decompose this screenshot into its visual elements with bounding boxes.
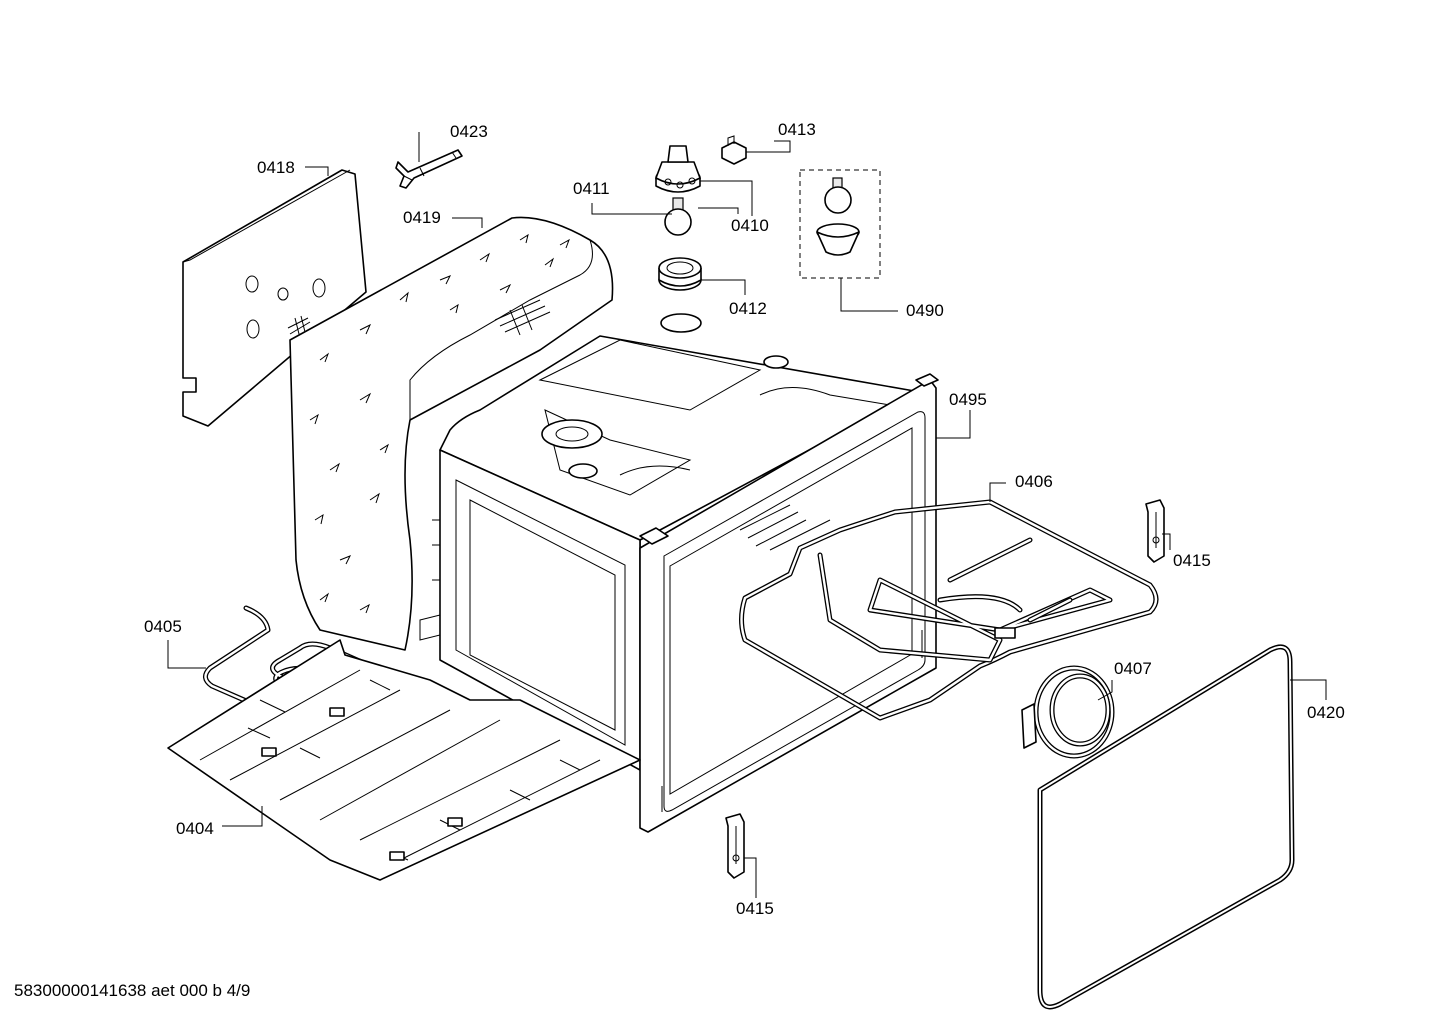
callout-0405: 0405 <box>144 617 182 636</box>
document-id: 58300000141638 aet 000 b 4/9 <box>14 981 250 1000</box>
part-0490-lamp-kit <box>799 169 881 279</box>
callout-0415-right: 0415 <box>1173 551 1211 570</box>
callout-0419: 0419 <box>403 208 441 227</box>
callout-0490: 0490 <box>906 301 944 320</box>
callout-0410: 0410 <box>731 216 769 235</box>
part-0420-door-seal <box>1037 644 1295 1010</box>
callout-0404: 0404 <box>176 819 214 838</box>
callout-0415-bottom: 0415 <box>736 899 774 918</box>
callout-0407: 0407 <box>1114 659 1152 678</box>
callout-0412: 0412 <box>729 299 767 318</box>
part-0411-bulb <box>664 197 692 236</box>
part-0415-bracket-right <box>1145 499 1165 563</box>
part-0418-rear-panel <box>182 169 367 427</box>
part-0412-lamp-ring <box>658 257 702 291</box>
callout-0411: 0411 <box>573 179 610 198</box>
callout-labels: 0418 0423 0419 0411 0413 0410 0412 0490 … <box>144 120 1345 918</box>
part-0405-bottom-element <box>203 605 473 774</box>
part-0423-bracket <box>395 149 463 189</box>
callout-0406: 0406 <box>1015 472 1053 491</box>
callout-0423: 0423 <box>450 122 488 141</box>
part-0406-grill-element <box>739 499 1159 721</box>
part-0419-insulation-wrap <box>289 216 614 651</box>
part-0495-front-frame <box>639 373 939 833</box>
part-0410-lamp-housing <box>655 145 701 193</box>
part-0415-bracket-bottom <box>725 813 745 879</box>
part-0413-clip <box>721 135 747 165</box>
callout-0420: 0420 <box>1307 703 1345 722</box>
callout-0418: 0418 <box>257 158 295 177</box>
callout-0495: 0495 <box>949 390 987 409</box>
part-0404-bottom-tray <box>167 639 641 881</box>
part-0407-circular-element <box>1021 665 1115 759</box>
callout-0413: 0413 <box>778 120 816 139</box>
leader-lines <box>167 132 1327 898</box>
